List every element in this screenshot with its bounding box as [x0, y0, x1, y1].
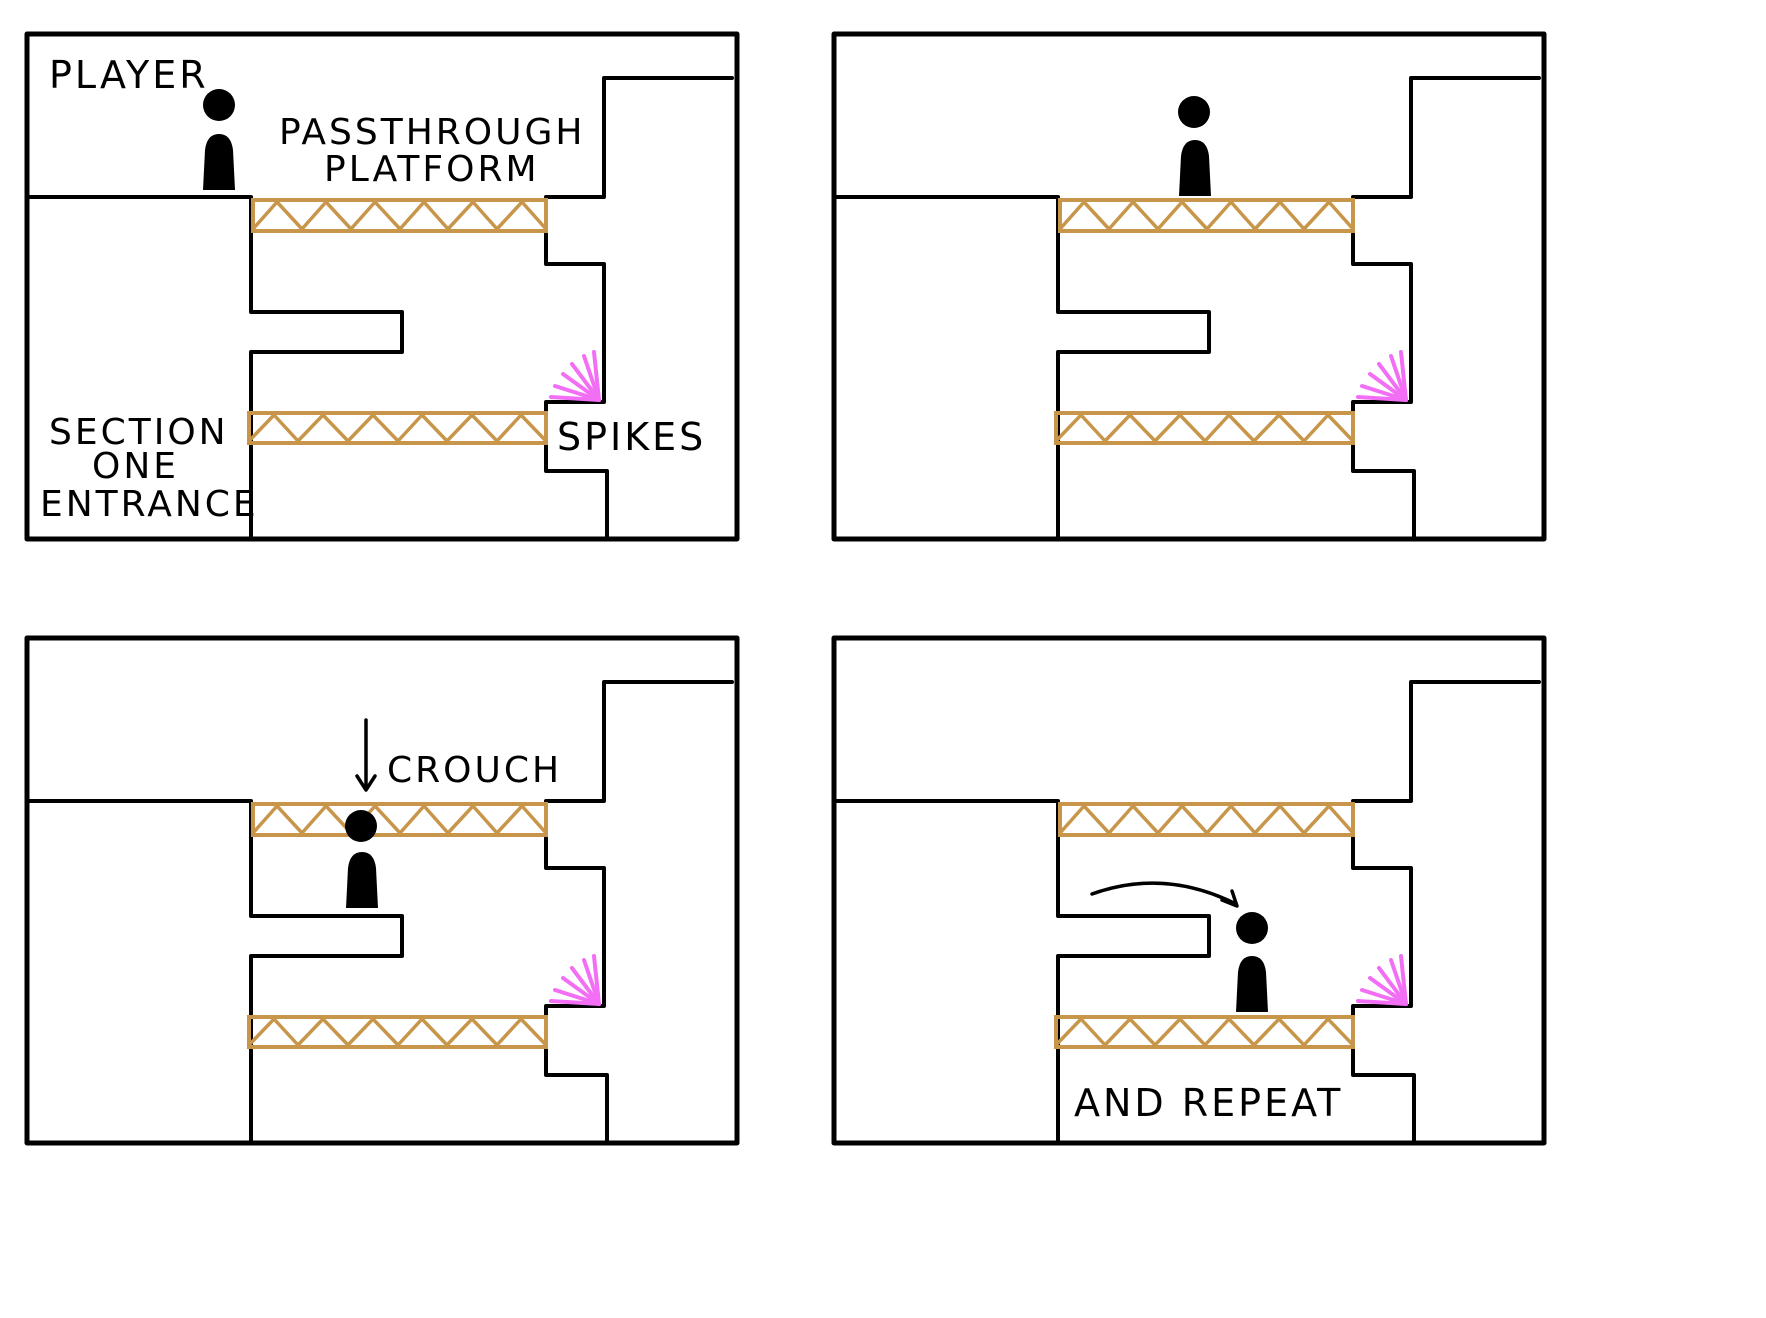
player-figure: [345, 810, 378, 908]
player-figure: [1236, 912, 1268, 1012]
repeat-label: AND REPEAT: [1074, 1081, 1343, 1125]
crouch-arrow: [355, 718, 377, 792]
section-label-line1: SECTION: [49, 412, 229, 453]
panel-3: CROUCH: [27, 638, 737, 1143]
crouch-label: CROUCH: [387, 750, 562, 791]
jump-arc-arrow: [1090, 881, 1239, 908]
passthrough-label-line1: PASSTHROUGH: [279, 112, 585, 153]
section-label-line2: ONE: [92, 446, 179, 487]
panel-4: AND REPEAT: [834, 638, 1544, 1143]
section-label-line3: ENTRANCE: [40, 484, 259, 525]
player-figure: [1178, 96, 1211, 196]
spikes-label: SPIKES: [557, 415, 706, 459]
panel-3-level: [27, 638, 737, 1143]
player-label: PLAYER: [49, 53, 209, 97]
panel-2: [834, 34, 1544, 539]
panel-1: PLAYER PASSTHROUGH PLATFORM SECTION ONE …: [27, 34, 737, 539]
passthrough-label-line2: PLATFORM: [324, 149, 540, 190]
panel-4-level: [834, 638, 1544, 1143]
player-figure: [203, 89, 235, 190]
